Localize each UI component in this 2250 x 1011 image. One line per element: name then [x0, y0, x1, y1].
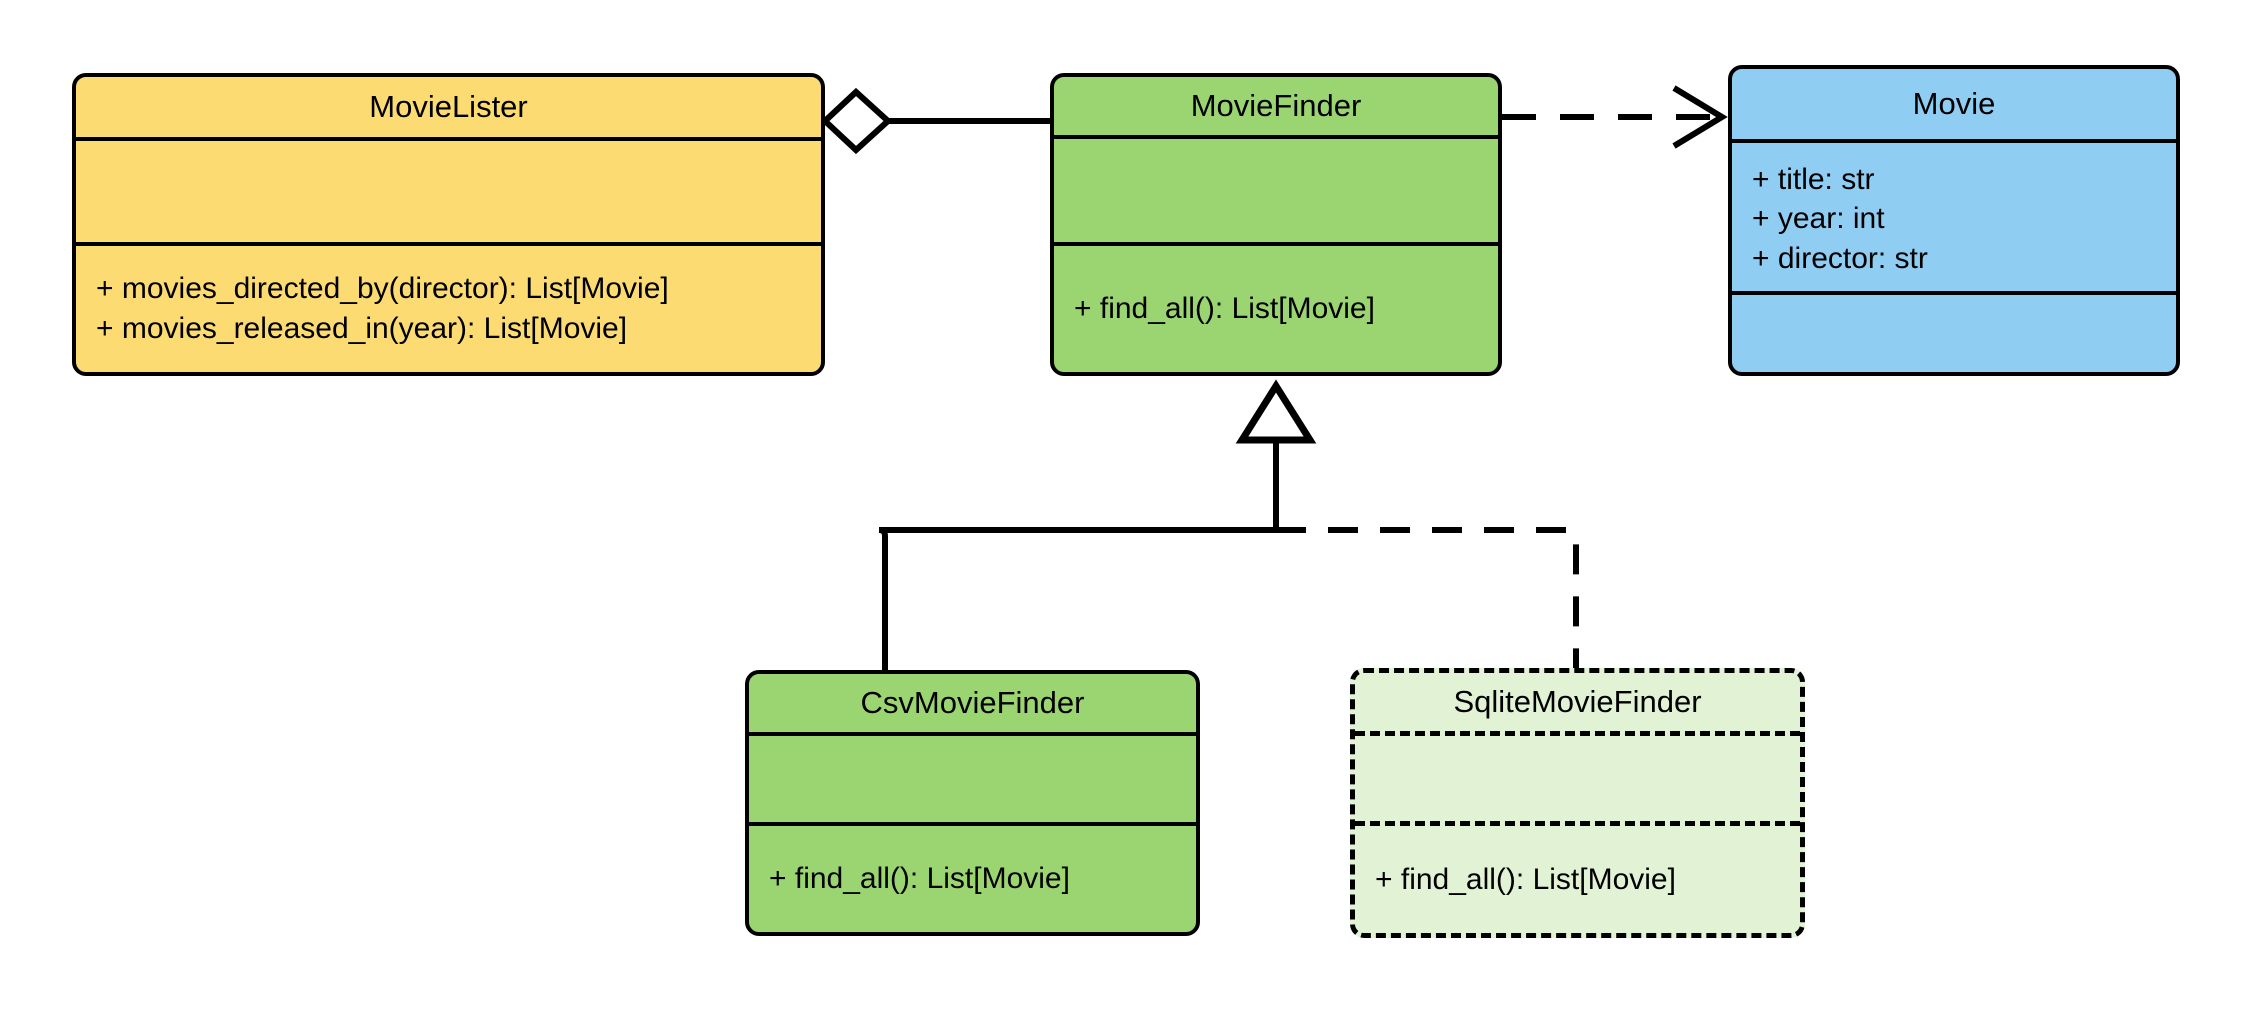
class-member: + find_all(): List[Movie]: [769, 862, 1070, 896]
hollow-triangle-marker: [1235, 379, 1317, 444]
uml-class-sqlitemoviefinder[interactable]: SqliteMovieFinder + find_all(): List[Mov…: [1350, 668, 1805, 938]
attributes-compartment: + title: str + year: int + director: str: [1732, 139, 2176, 291]
class-title: SqliteMovieFinder: [1453, 683, 1702, 719]
class-name-compartment: MovieLister: [76, 77, 821, 137]
class-name-compartment: CsvMovieFinder: [749, 674, 1196, 732]
attributes-compartment: [1054, 135, 1498, 242]
methods-compartment: [1732, 291, 2176, 372]
methods-compartment: + find_all(): List[Movie]: [1054, 242, 1498, 372]
methods-compartment: + find_all(): List[Movie]: [749, 822, 1196, 932]
aggregation-movielister-moviefinder: [820, 87, 1050, 155]
class-member: + year: int: [1752, 202, 1885, 236]
class-title: CsvMovieFinder: [860, 684, 1085, 720]
generalization-sqlitemoviefinder-moviefinder: [1276, 527, 1579, 668]
methods-compartment: + movies_directed_by(director): List[Mov…: [76, 242, 821, 372]
class-member: + director: str: [1752, 241, 1928, 275]
attributes-compartment: [76, 137, 821, 242]
methods-compartment: + find_all(): List[Movie]: [1355, 821, 1800, 933]
attributes-compartment: [749, 732, 1196, 822]
dependency-moviefinder-movie: [1502, 85, 1728, 149]
class-member: + find_all(): List[Movie]: [1375, 862, 1676, 896]
hollow-diamond-marker: [820, 87, 893, 155]
class-member: + movies_released_in(year): List[Movie]: [96, 312, 628, 345]
class-title: MovieFinder: [1190, 87, 1362, 123]
uml-class-csvmoviefinder[interactable]: CsvMovieFinder + find_all(): List[Movie]: [745, 670, 1200, 936]
open-arrow-marker: [1672, 85, 1728, 149]
class-title: Movie: [1912, 85, 1996, 121]
uml-class-movielister[interactable]: MovieLister + movies_directed_by(directo…: [72, 73, 825, 376]
class-name-compartment: SqliteMovieFinder: [1355, 673, 1800, 731]
uml-class-movie[interactable]: Movie + title: str + year: int + directo…: [1728, 65, 2180, 376]
uml-class-moviefinder[interactable]: MovieFinder + find_all(): List[Movie]: [1050, 73, 1502, 376]
class-title: MovieLister: [369, 88, 528, 124]
class-member: + title: str: [1752, 162, 1875, 196]
class-name-compartment: Movie: [1732, 69, 2176, 139]
class-member: + find_all(): List[Movie]: [1074, 292, 1375, 326]
class-name-compartment: MovieFinder: [1054, 77, 1498, 135]
class-member: + movies_directed_by(director): List[Mov…: [96, 272, 669, 306]
generalization-csvmoviefinder-moviefinder: [878, 418, 1282, 670]
attributes-compartment: [1355, 731, 1800, 821]
